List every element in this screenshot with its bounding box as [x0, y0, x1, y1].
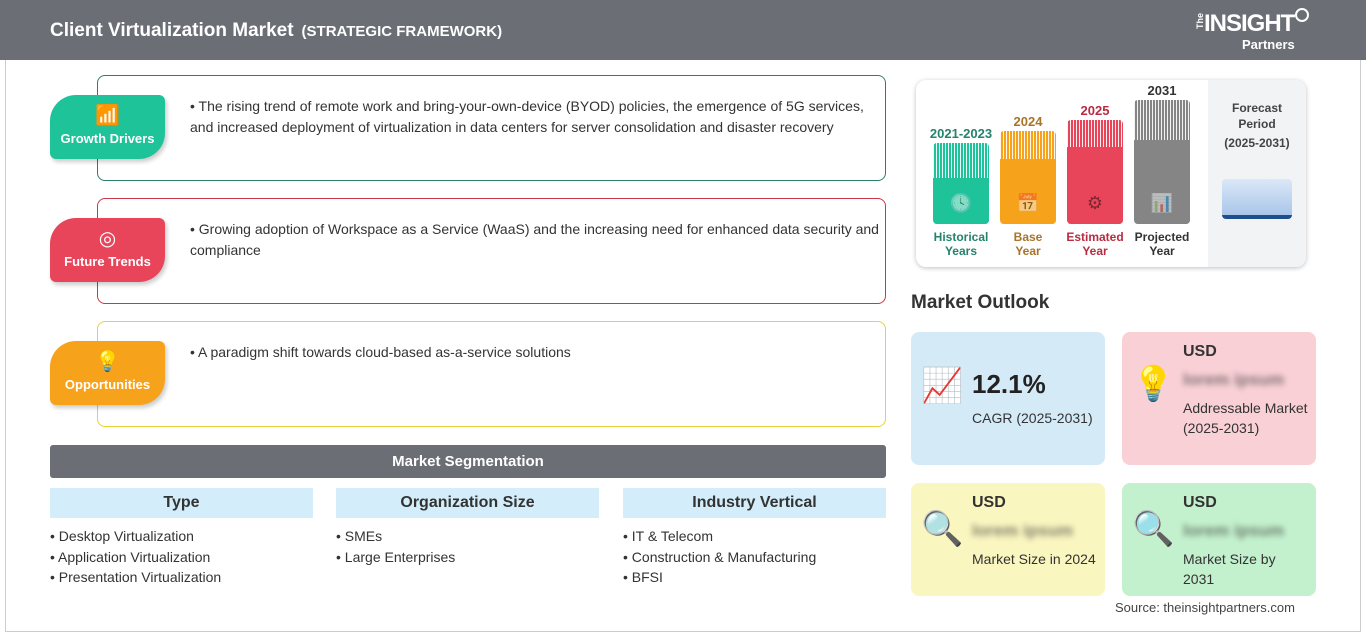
timeline-bar-fill: [1134, 140, 1190, 224]
content-frame: [5, 60, 1361, 632]
segment-item: BFSI: [623, 567, 886, 588]
cagr-card: 📈 12.1% CAGR (2025-2031): [911, 332, 1105, 465]
timeline-icon: 📅: [1016, 193, 1040, 213]
title-text: Client Virtualization Market: [50, 20, 294, 41]
market-segmentation-header: Market Segmentation: [50, 445, 886, 478]
logo-partners: Partners: [1242, 37, 1295, 52]
segment-item: Construction & Manufacturing: [623, 547, 886, 568]
blurred-value: lorem ipsum: [1183, 370, 1285, 389]
timeline-bar-fill: [933, 178, 989, 224]
blurred-value: lorem ipsum: [1183, 521, 1285, 540]
target-icon: ◎: [98, 228, 117, 250]
timeline-year: 2024: [1013, 114, 1043, 129]
currency: USD: [1183, 494, 1217, 511]
segment-header: Industry Vertical: [623, 488, 886, 518]
future-trends-pill: ◎ Future Trends: [50, 218, 165, 282]
timeline-bar: 📅: [1000, 131, 1056, 224]
forecast-label: Period: [1238, 117, 1276, 131]
market-size-2031-card: 🔍 USD lorem ipsum Market Size by 2031: [1122, 483, 1316, 596]
growth-drivers-label: Growth Drivers: [60, 131, 155, 146]
opportunities-box: • A paradigm shift towards cloud-based a…: [97, 321, 886, 427]
timeline-year: 2031: [1147, 83, 1177, 98]
header-bar: Client Virtualization Market (STRATEGIC F…: [0, 0, 1366, 60]
blurred-value: lorem ipsum: [972, 521, 1074, 540]
growth-drivers-text: • The rising trend of remote work and br…: [190, 98, 864, 135]
market-outlook-title: Market Outlook: [911, 292, 1050, 313]
segment-header: Organization Size: [336, 488, 599, 518]
timeline-icon: ⚙: [1086, 193, 1104, 213]
magnifier-chart-icon: 🔍: [1132, 510, 1175, 548]
segment-item: Application Virtualization: [50, 547, 313, 568]
cagr-label: CAGR (2025-2031): [972, 410, 1093, 426]
segment-item: Presentation Virtualization: [50, 567, 313, 588]
card-label: Market Size in 2024: [972, 551, 1096, 567]
addressable-market-card: 💡 USD lorem ipsum Addressable Market (20…: [1122, 332, 1316, 465]
growth-drivers-box: • The rising trend of remote work and br…: [97, 75, 886, 181]
source-text: Source: theinsightpartners.com: [1115, 600, 1295, 615]
opportunities-text: • A paradigm shift towards cloud-based a…: [190, 344, 571, 360]
lightbulb-dollar-icon: 💡: [1132, 365, 1175, 403]
timeline-year: 2025: [1080, 103, 1110, 118]
card-label: Addressable Market (2025-2031): [1183, 400, 1308, 436]
segment-organization-size: Organization Size SMEsLarge Enterprises: [336, 488, 599, 567]
currency: USD: [972, 494, 1006, 511]
analytics-illustration-icon: [1222, 179, 1292, 219]
logo-insight: INSIGHT: [1204, 10, 1295, 37]
timeline-bar-fill: [1067, 147, 1123, 224]
timeline-bar: 🕓: [933, 143, 989, 224]
segment-item: Desktop Virtualization: [50, 526, 313, 547]
magnifier-chart-icon: 🔍: [921, 510, 964, 548]
growth-chart-icon: 📶: [95, 105, 120, 127]
segment-item: IT & Telecom: [623, 526, 886, 547]
forecast-label: Forecast: [1231, 101, 1283, 115]
growth-drivers-pill: 📶 Growth Drivers: [50, 95, 165, 159]
page-title: Client Virtualization Market (STRATEGIC F…: [50, 20, 502, 42]
timeline-icon: 📊: [1150, 193, 1174, 213]
segment-industry-vertical: Industry Vertical IT & TelecomConstructi…: [623, 488, 886, 588]
timeline-icon: 🕓: [949, 193, 973, 213]
page-subtitle: (STRATEGIC FRAMEWORK): [301, 23, 503, 40]
currency: USD: [1183, 343, 1217, 360]
forecast-range: (2025-2031): [1224, 136, 1290, 150]
future-trends-label: Future Trends: [64, 254, 151, 269]
timeline-bar: ⚙: [1067, 120, 1123, 224]
timeline-bar: 📊: [1134, 100, 1190, 224]
card-label: Market Size by 2031: [1183, 551, 1276, 587]
market-size-2024-card: 🔍 USD lorem ipsum Market Size in 2024: [911, 483, 1105, 596]
growth-chart-icon: 📈: [921, 367, 964, 405]
timeline-year: 2021-2023: [929, 126, 993, 141]
lightbulb-hand-icon: 💡: [95, 351, 120, 373]
future-trends-text: • Growing adoption of Workspace as a Ser…: [190, 221, 879, 258]
logo-ring: [1295, 8, 1309, 22]
segment-type: Type Desktop VirtualizationApplication V…: [50, 488, 313, 588]
segment-header: Type: [50, 488, 313, 518]
opportunities-pill: 💡 Opportunities: [50, 341, 165, 405]
future-trends-box: • Growing adoption of Workspace as a Ser…: [97, 198, 886, 304]
segment-item: Large Enterprises: [336, 547, 599, 568]
cagr-value: 12.1%: [972, 369, 1046, 399]
segment-item: SMEs: [336, 526, 599, 547]
opportunities-label: Opportunities: [64, 377, 151, 392]
timeline-bar-fill: [1000, 159, 1056, 224]
